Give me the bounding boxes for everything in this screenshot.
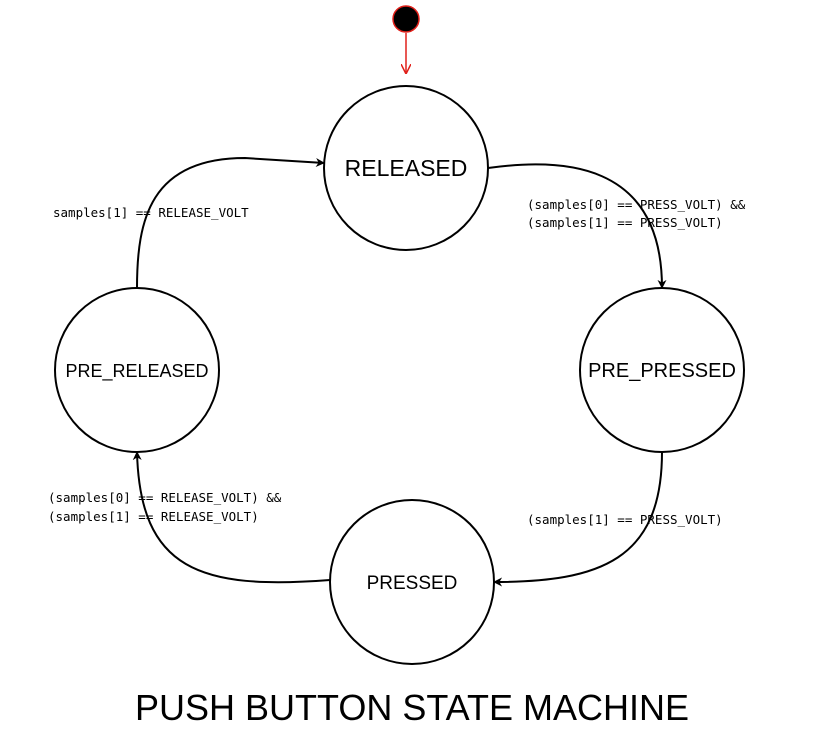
transition-condition-text: (samples[1] == PRESS_VOLT) bbox=[527, 215, 723, 230]
state-pre-released-label: PRE_RELEASED bbox=[65, 361, 208, 382]
transition-condition-text: (samples[0] == PRESS_VOLT) && bbox=[527, 197, 746, 212]
state-pre-released: PRE_RELEASED bbox=[54, 287, 220, 453]
transition-condition-text: (samples[1] == PRESS_VOLT) bbox=[527, 512, 723, 527]
state-released-circle bbox=[323, 85, 489, 251]
edge-released-to-pre-pressed bbox=[487, 163, 667, 289]
state-pre-pressed-circle bbox=[579, 287, 745, 453]
edge-pressed-to-pre-released bbox=[132, 451, 331, 584]
state-pressed-label: PRESSED bbox=[367, 573, 458, 594]
transition-condition-text: samples[1] == RELEASE_VOLT bbox=[53, 205, 249, 220]
edge-pre-pressed-to-pressed bbox=[493, 451, 663, 587]
label-pre-released-to-released: samples[1] == RELEASE_VOLT bbox=[53, 205, 249, 220]
label-released-to-pre-pressed: (samples[0] == PRESS_VOLT) && (samples[1… bbox=[527, 197, 746, 230]
state-pre-released-circle bbox=[54, 287, 220, 453]
state-released: RELEASED bbox=[323, 85, 489, 251]
transition-condition-text: (samples[1] == RELEASE_VOLT) bbox=[48, 509, 259, 524]
diagram-title: PUSH BUTTON STATE MACHINE bbox=[135, 687, 689, 728]
label-pressed-to-pre-released: (samples[0] == RELEASE_VOLT) && (samples… bbox=[48, 490, 282, 524]
edge-pre-released-to-released bbox=[136, 156, 325, 289]
state-released-label: RELEASED bbox=[345, 155, 468, 181]
state-pre-pressed-label: PRE_PRESSED bbox=[588, 360, 736, 382]
label-pre-pressed-to-pressed: (samples[1] == PRESS_VOLT) bbox=[527, 512, 723, 527]
state-pre-pressed: PRE_PRESSED bbox=[579, 287, 745, 453]
state-pressed-circle bbox=[329, 499, 495, 665]
state-pressed: PRESSED bbox=[329, 499, 495, 665]
initial-state-dot bbox=[392, 5, 420, 33]
transition-condition-text: (samples[0] == RELEASE_VOLT) && bbox=[48, 490, 282, 505]
